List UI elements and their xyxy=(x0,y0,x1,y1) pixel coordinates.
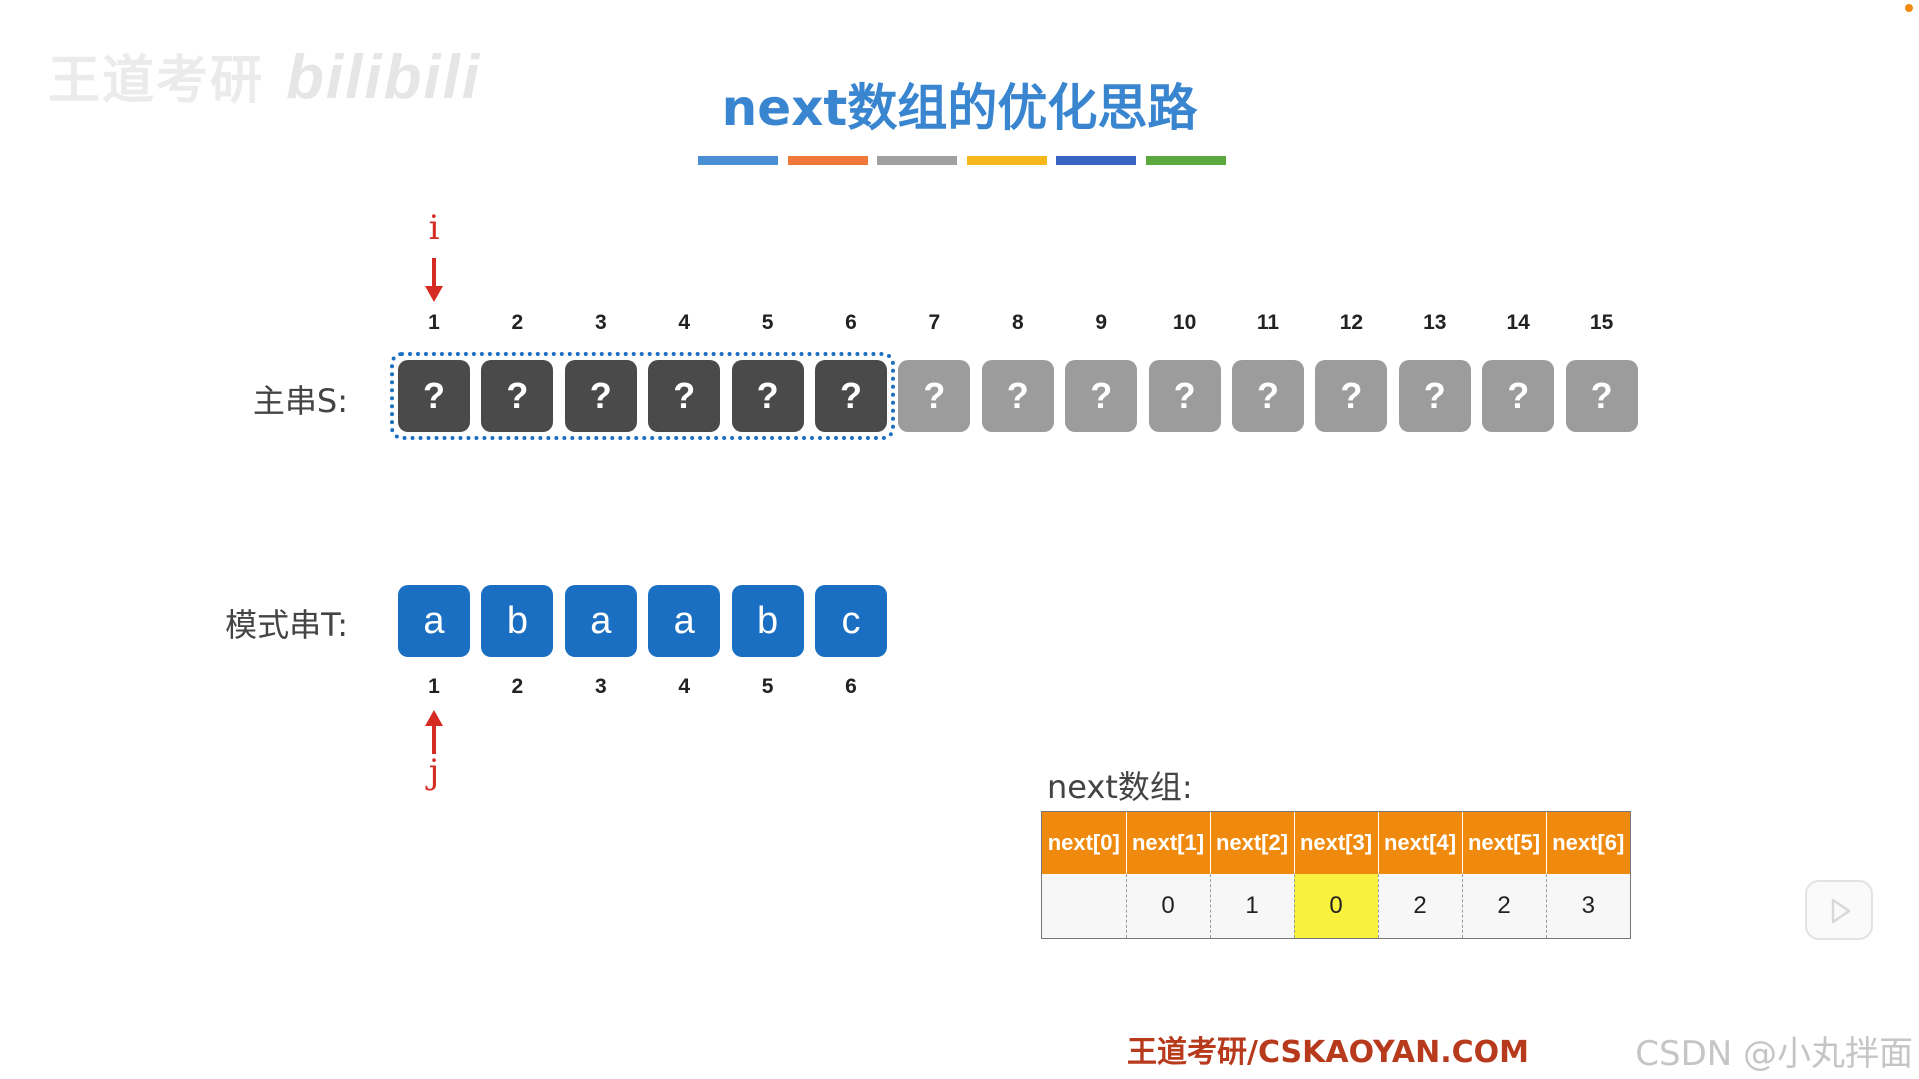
main-index-label: 9 xyxy=(1095,311,1108,334)
next-table-header-cell: next[5] xyxy=(1462,812,1547,874)
main-string-cell: ? xyxy=(1232,360,1304,432)
pointer-i-label: i xyxy=(428,208,440,248)
main-index-label: 1 xyxy=(428,311,440,334)
title-bar-segment xyxy=(966,156,1047,165)
watermark-text: 王道考研 xyxy=(48,51,265,111)
bilibili-logo: bilibili xyxy=(286,43,482,112)
pattern-string-cell: a xyxy=(648,585,721,657)
next-table-value-cell: 0 xyxy=(1294,874,1379,938)
main-string-cell: ? xyxy=(564,360,637,432)
main-string-cell: ? xyxy=(1565,360,1638,432)
main-index-label: 13 xyxy=(1423,311,1447,334)
main-string-cell: ? xyxy=(1315,360,1388,432)
main-index-label: 6 xyxy=(845,311,857,334)
main-string-cell: ? xyxy=(898,360,971,432)
pattern-string-cell: a xyxy=(398,585,470,657)
pattern-index-label: 5 xyxy=(761,675,774,698)
next-table-value-cell xyxy=(1042,874,1127,938)
main-index-label: 10 xyxy=(1172,311,1197,334)
next-array-table: next[0]next[1]next[2]next[3]next[4]next[… xyxy=(1041,811,1631,939)
next-table-value-cell: 2 xyxy=(1378,874,1463,938)
main-string-cell: ? xyxy=(648,360,721,432)
pattern-index-label: 6 xyxy=(845,675,857,698)
pattern-string-cell: c xyxy=(815,585,887,657)
main-index-label: 12 xyxy=(1339,311,1364,334)
main-index-label: 11 xyxy=(1256,311,1280,334)
slide-title: next数组的优化思路 xyxy=(721,79,1198,137)
title-bar-segment xyxy=(1056,156,1136,165)
pointer-j-label: j xyxy=(428,752,440,792)
next-table-header-cell: next[6] xyxy=(1546,812,1630,874)
next-table-header-cell: next[2] xyxy=(1210,812,1295,874)
main-index-label: 2 xyxy=(511,311,524,334)
pattern-string-cell: b xyxy=(481,585,554,657)
next-table-header-cell: next[1] xyxy=(1126,812,1211,874)
main-string-cell: ? xyxy=(731,360,804,432)
main-string-cell: ? xyxy=(815,360,887,432)
corner-dot xyxy=(1905,4,1913,12)
main-index-label: 7 xyxy=(928,311,941,334)
arrow-down-icon xyxy=(425,258,443,302)
main-string-cell: ? xyxy=(1065,360,1138,432)
main-string-cell: ? xyxy=(481,360,554,432)
pattern-index-label: 3 xyxy=(594,675,607,698)
pattern-string-cell: a xyxy=(564,585,637,657)
next-table-header-cell: next[0] xyxy=(1042,812,1127,874)
arrow-up-icon xyxy=(425,710,443,754)
main-string-cell: ? xyxy=(1398,360,1471,432)
title-bar-segment xyxy=(787,156,868,165)
next-table-value-cell: 1 xyxy=(1210,874,1295,938)
next-table-header-row: next[0]next[1]next[2]next[3]next[4]next[… xyxy=(1042,812,1630,874)
main-index-label: 4 xyxy=(678,311,691,334)
main-string-cell: ? xyxy=(981,360,1054,432)
next-array-caption: next数组: xyxy=(1047,768,1193,806)
next-table-header-cell: next[3] xyxy=(1294,812,1379,874)
pattern-index-label: 1 xyxy=(428,675,440,698)
main-index-label: 3 xyxy=(594,311,607,334)
title-bar-segment xyxy=(1145,156,1226,165)
pattern-string-cell: b xyxy=(731,585,804,657)
title-bar-segment xyxy=(877,156,957,165)
pattern-index-label: 4 xyxy=(678,675,691,698)
pattern-index-label: 2 xyxy=(511,675,524,698)
main-index-label: 15 xyxy=(1589,311,1614,334)
brand-footer: 王道考研/CSKAOYAN.COM xyxy=(1127,1035,1529,1070)
main-index-label: 5 xyxy=(761,311,774,334)
title-bar-segment xyxy=(698,156,778,165)
main-string-cell: ? xyxy=(398,360,470,432)
main-string-label: 主串S: xyxy=(252,382,348,420)
main-index-label: 8 xyxy=(1011,311,1024,334)
matched-region-outline xyxy=(390,352,895,440)
main-string-cell: ? xyxy=(1482,360,1555,432)
play-icon xyxy=(1831,898,1851,924)
next-table-value-cell: 3 xyxy=(1546,874,1630,938)
next-table-value-cell: 0 xyxy=(1126,874,1211,938)
main-index-label: 14 xyxy=(1506,311,1530,334)
main-string-cell: ? xyxy=(1148,360,1221,432)
csdn-watermark: CSDN @小丸拌面 xyxy=(1635,1034,1913,1074)
next-table-value-cell: 2 xyxy=(1462,874,1547,938)
bilibili-watermark: 王道考研 bilibili xyxy=(48,38,481,113)
pattern-string-label: 模式串T: xyxy=(225,606,348,644)
next-table-header-cell: next[4] xyxy=(1378,812,1463,874)
play-button[interactable] xyxy=(1805,880,1873,940)
